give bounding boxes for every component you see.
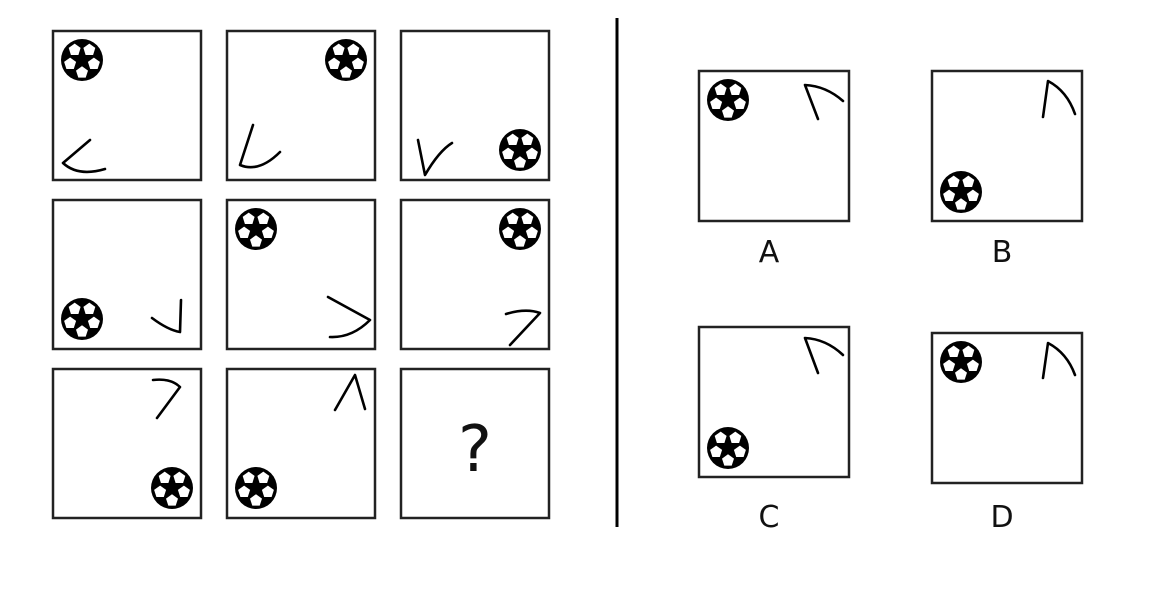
stroke-mark: [333, 373, 367, 412]
stroke-mark: [1041, 341, 1077, 380]
stroke-mark: [326, 295, 372, 339]
stroke-mark: [61, 138, 107, 174]
puzzle-cell: [399, 29, 551, 182]
puzzle-cell: [225, 198, 377, 351]
soccer-ball-icon: [235, 208, 277, 250]
puzzle-cell: [399, 198, 551, 351]
stroke-mark: [151, 378, 182, 420]
puzzle-cell: [51, 198, 203, 351]
puzzle-grid: ?: [51, 29, 551, 520]
answer-options: A B C D: [697, 69, 1084, 535]
option-label: D: [990, 500, 1013, 535]
soccer-ball-icon: [235, 467, 277, 509]
soccer-ball-icon: [61, 39, 103, 81]
soccer-ball-icon: [707, 79, 749, 121]
stroke-mark: [1041, 79, 1077, 119]
puzzle-cell: [51, 367, 203, 520]
soccer-ball-icon: [940, 341, 982, 383]
option-c[interactable]: C: [697, 325, 851, 535]
stroke-mark: [238, 123, 282, 169]
soccer-ball-icon: [61, 298, 103, 340]
soccer-ball-icon: [499, 129, 541, 171]
puzzle-cell: [225, 29, 377, 182]
puzzle-cell: [51, 29, 203, 182]
option-d[interactable]: D: [930, 331, 1084, 535]
stroke-mark: [504, 309, 542, 347]
question-mark: ?: [458, 413, 492, 487]
option-label: B: [992, 235, 1013, 270]
option-label: A: [759, 235, 780, 270]
stroke-mark: [416, 138, 454, 177]
puzzle-cell: ?: [399, 367, 551, 520]
option-a[interactable]: A: [697, 69, 851, 270]
soccer-ball-icon: [940, 171, 982, 213]
soccer-ball-icon: [707, 427, 749, 469]
puzzle-cell: [225, 367, 377, 520]
stroke-mark: [803, 83, 845, 121]
stroke-mark: [150, 298, 183, 334]
option-b[interactable]: B: [930, 69, 1084, 270]
stroke-mark: [803, 336, 845, 375]
option-label: C: [759, 500, 780, 535]
soccer-ball-icon: [499, 208, 541, 250]
soccer-ball-icon: [325, 39, 367, 81]
soccer-ball-icon: [151, 467, 193, 509]
